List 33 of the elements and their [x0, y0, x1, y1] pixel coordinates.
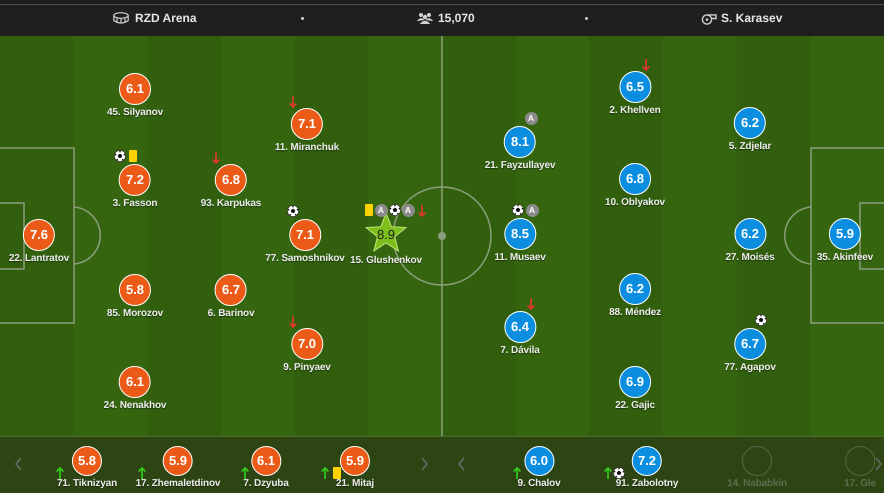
player-name: 22. Lantratov	[8, 252, 70, 264]
player-name: 11. Musaev	[494, 252, 546, 264]
player-name: 91. Zabolotny	[616, 478, 678, 490]
venue-name: RZD Arena	[135, 11, 197, 25]
player-name: 93. Karpukas	[200, 198, 262, 210]
player-name: 35. Akinfeev	[816, 252, 874, 264]
player-name: 6. Barinov	[208, 308, 254, 320]
attendance-count: 15,070	[438, 11, 475, 25]
player-name: 7. Dávila	[500, 344, 540, 356]
player-name: 17. Gle	[844, 478, 876, 490]
player-name: 85. Morozov	[106, 308, 164, 320]
player-name: 5. Zdjelar	[728, 140, 772, 152]
player-name: 71. Tiknizyan	[56, 478, 118, 490]
player-name: 24. Nenakhov	[104, 400, 166, 412]
referee-name: S. Karasev	[721, 11, 782, 25]
player-name: 45. Silyanov	[107, 106, 163, 118]
player-name: 21. Mitaj	[336, 478, 374, 490]
player-name: 2. Khellven	[609, 104, 661, 116]
player-name: 88. Méndez	[609, 306, 661, 318]
player-name: 15. Glushenkov	[350, 255, 422, 267]
player-name: 21. Fayzullayev	[484, 160, 556, 172]
player-name: 3. Fasson	[112, 198, 158, 210]
player-name: 27. Moisés	[725, 252, 775, 264]
player-name: 9. Chalov	[517, 478, 561, 490]
player-name: 77. Samoshnikov	[265, 252, 345, 264]
player-name: 22. Gajic	[615, 400, 655, 412]
player-name: 17. Zhemaletdinov	[136, 478, 220, 490]
player-name: 9. Pinyaev	[283, 362, 331, 374]
player-name: 7. Dzyuba	[243, 478, 289, 490]
player-name: 10. Oblyakov	[605, 196, 665, 208]
player-name: 14. Nababkin	[727, 478, 787, 490]
player-name: 11. Miranchuk	[274, 142, 340, 154]
player-name: 77. Agapov	[724, 362, 776, 374]
